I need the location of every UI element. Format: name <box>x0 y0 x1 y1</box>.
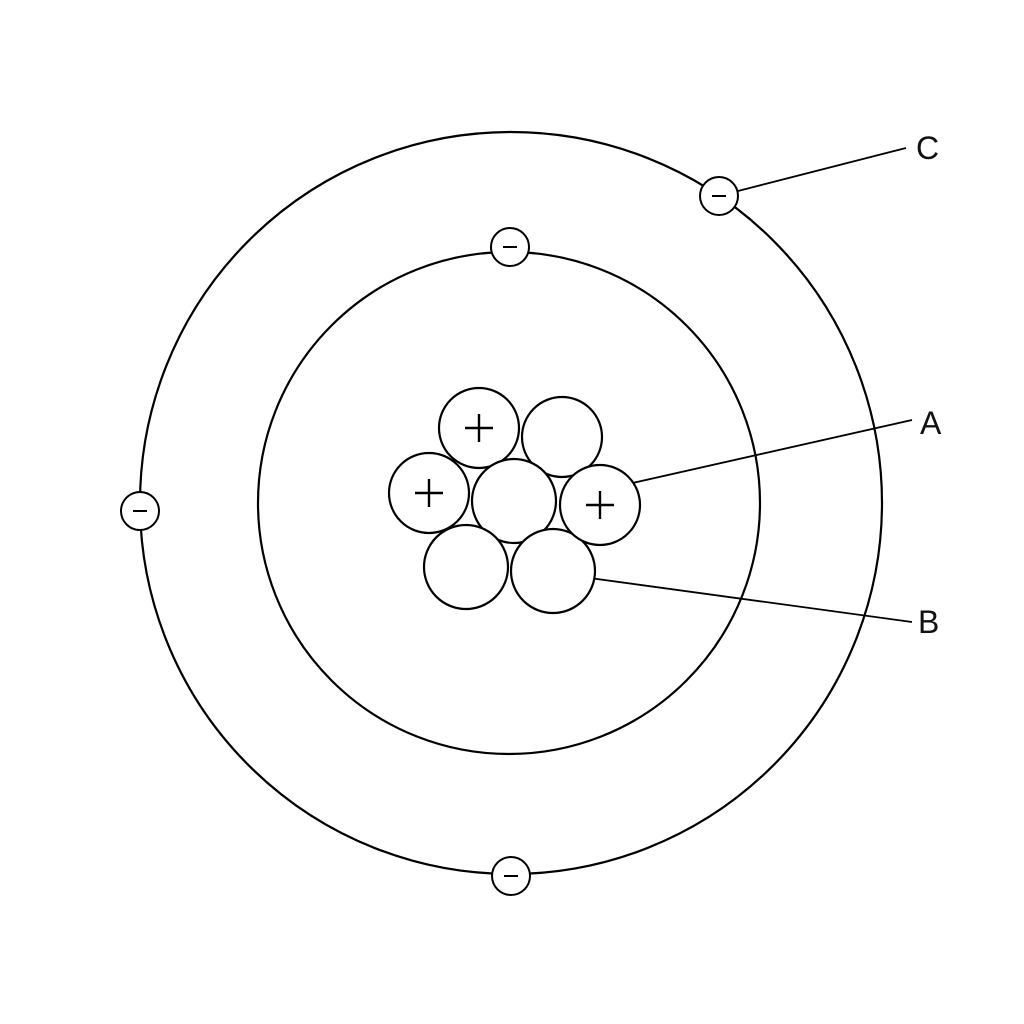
electron <box>490 227 530 267</box>
nucleus <box>387 386 642 615</box>
callout-label-c: C <box>916 130 939 166</box>
proton <box>437 386 521 470</box>
electron <box>491 856 531 896</box>
callout-label-a: A <box>920 405 942 441</box>
callout-label-b: B <box>918 604 939 640</box>
neutron <box>509 527 597 615</box>
leader-line-b <box>574 575 913 623</box>
proton-a <box>558 463 642 547</box>
neutron <box>422 523 510 611</box>
leader-line-a <box>627 419 913 485</box>
neutron <box>470 457 558 545</box>
electron <box>120 491 160 531</box>
leader-line-c <box>737 147 907 192</box>
proton <box>387 451 471 535</box>
neutron <box>520 395 604 479</box>
electron-c <box>699 176 739 216</box>
